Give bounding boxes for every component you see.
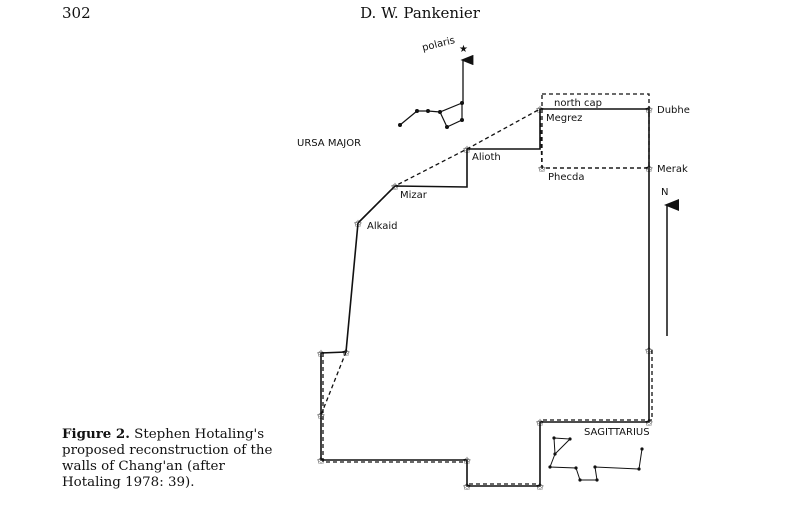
svg-text:✩: ✩ <box>536 418 545 429</box>
label-mizar: Mizar <box>400 190 428 201</box>
sagittarius-stars <box>548 436 644 482</box>
svg-text:✩: ✩ <box>463 456 472 467</box>
label-alioth: Alioth <box>472 152 501 163</box>
polaris-star: ★ <box>459 44 468 55</box>
ursa-major-stars <box>398 101 464 129</box>
label-polaris: polaris <box>421 35 456 54</box>
svg-text:✩: ✩ <box>645 418 654 429</box>
label-megrez: Megrez <box>546 113 582 124</box>
svg-text:✩: ✩ <box>317 456 326 467</box>
svg-text:✩: ✩ <box>342 348 351 359</box>
svg-text:✩: ✩ <box>317 411 326 422</box>
svg-text:✩: ✩ <box>463 482 472 493</box>
caption-text: Stephen Hotaling's proposed reconstructi… <box>62 427 273 490</box>
svg-text:✩: ✩ <box>536 482 545 493</box>
wall-outline <box>320 108 650 487</box>
sagittarius-asterism <box>549 437 643 481</box>
label-phecda: Phecda <box>548 172 585 183</box>
figure-caption: Figure 2. Stephen Hotaling's proposed re… <box>62 426 277 491</box>
label-alkaid: Alkaid <box>367 221 398 232</box>
svg-text:✩: ✩ <box>645 105 654 116</box>
wall-stars: ✩ ✩ ✩ ✩ ✩ ✩ ✩ ✩ ✩ ✩ ✩ ✩ ✩ ✩ ✩ ✩ ✩ <box>317 105 654 493</box>
svg-text:✩: ✩ <box>645 164 654 175</box>
running-header-author: D. W. Pankenier <box>360 4 480 22</box>
label-sagittarius: SAGITTARIUS <box>584 427 650 438</box>
constellation-dashed-lines <box>320 93 653 485</box>
label-merak: Merak <box>657 164 688 175</box>
svg-text:✩: ✩ <box>391 182 400 193</box>
label-dubhe: Dubhe <box>657 105 690 116</box>
caption-label: Figure 2. <box>62 426 130 442</box>
svg-text:✩: ✩ <box>536 105 545 116</box>
svg-text:✩: ✩ <box>645 346 654 357</box>
svg-text:✩: ✩ <box>538 164 547 175</box>
label-ursa-major: URSA MAJOR <box>297 138 361 149</box>
label-north-cap: north cap <box>554 98 602 109</box>
label-north: N <box>661 187 668 198</box>
svg-text:✩: ✩ <box>463 145 472 156</box>
svg-text:✩: ✩ <box>354 219 363 230</box>
page-number: 302 <box>62 4 91 22</box>
ursa-major-asterism <box>399 102 463 128</box>
svg-text:✩: ✩ <box>317 349 326 360</box>
